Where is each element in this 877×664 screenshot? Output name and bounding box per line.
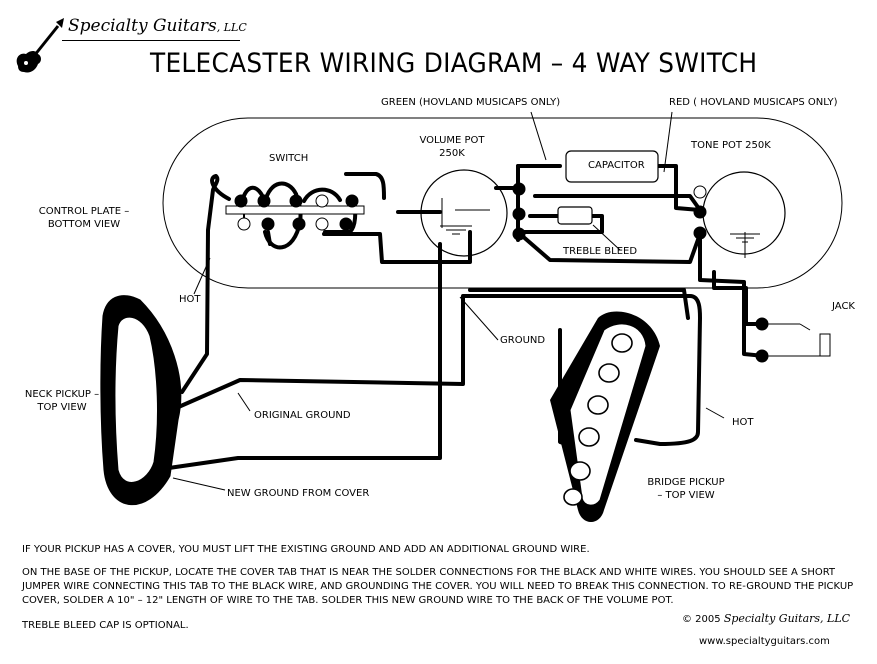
page-title: TELECASTER WIRING DIAGRAM – 4 WAY SWITCH — [150, 48, 758, 79]
note-treble: TREBLE BLEED CAP IS OPTIONAL. — [22, 620, 189, 631]
label-jack: JACK — [832, 301, 855, 312]
wires — [153, 164, 766, 472]
jack — [764, 323, 831, 357]
label-red: RED ( HOVLAND MUSICAPS ONLY) — [669, 97, 838, 108]
treble-bleed — [557, 206, 593, 225]
label-neck-pickup: NECK PICKUP –TOP VIEW — [24, 389, 100, 413]
label-new-ground: NEW GROUND FROM COVER — [227, 488, 370, 499]
label-hot-right: HOT — [732, 417, 754, 428]
label-switch: SWITCH — [269, 153, 309, 164]
note-cover: IF YOUR PICKUP HAS A COVER, YOU MUST LIF… — [22, 544, 590, 555]
label-ground: GROUND — [500, 335, 546, 346]
label-tone-pot: TONE POT 250K — [691, 140, 771, 151]
website-link[interactable]: www.specialtyguitars.com — [699, 636, 830, 647]
guitar-logo-icon — [16, 18, 64, 73]
label-capacitor: CAPACITOR — [588, 160, 645, 171]
label-hot-left: HOT — [179, 294, 201, 305]
label-original-ground: ORIGINAL GROUND — [254, 410, 351, 421]
brand-underline — [62, 40, 240, 41]
label-treble-bleed: TREBLE BLEED — [563, 246, 638, 257]
label-green: GREEN (HOVLAND MUSICAPS ONLY) — [381, 97, 561, 108]
capacitor — [565, 150, 659, 183]
label-control-plate: CONTROL PLATE –BOTTOM VIEW — [38, 206, 130, 230]
note-instructions: ON THE BASE OF THE PICKUP, LOCATE THE CO… — [22, 567, 854, 606]
tone-pot — [702, 171, 786, 258]
copyright: © 2005 Specialty Guitars, LLC — [682, 612, 851, 625]
volume-pot — [420, 169, 508, 257]
bridge-pickup — [550, 311, 660, 522]
label-bridge-pickup: BRIDGE PICKUP– TOP VIEW — [647, 477, 725, 501]
solder-points — [234, 182, 769, 363]
brand-name: Specialty Guitars, LLC — [68, 16, 247, 36]
neck-pickup — [100, 295, 182, 505]
